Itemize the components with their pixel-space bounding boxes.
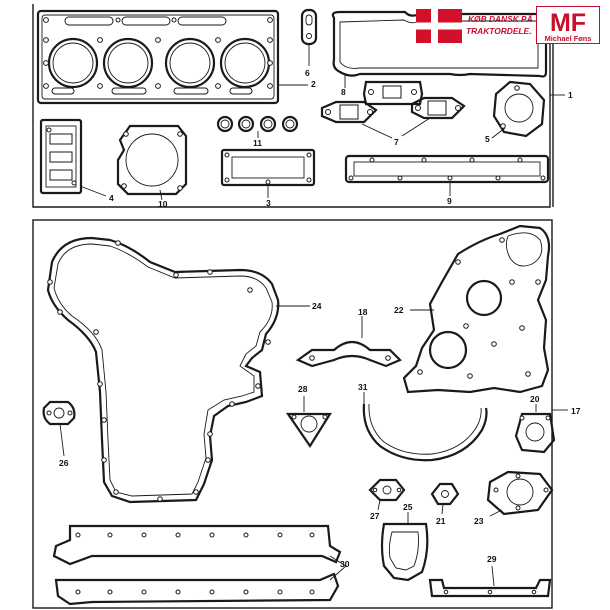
- sump-end-gasket: [380, 512, 429, 582]
- cover-gasket: [116, 124, 188, 201]
- arc-seal-strip: [362, 392, 488, 462]
- callout-20: 20: [530, 394, 540, 404]
- callout-30: 30: [340, 559, 350, 569]
- pump-flange-gasket: [514, 404, 556, 454]
- callout-2: 2: [311, 79, 316, 89]
- timing-cover-gasket: [46, 236, 310, 504]
- rocker-cover-gasket: [331, 10, 548, 88]
- callout-11: 11: [253, 138, 262, 148]
- cylinder-head-gasket: [36, 9, 308, 105]
- square-flange-gasket: [486, 470, 554, 517]
- shop-line-1: KØB DANSK PÅ: [468, 14, 532, 24]
- callout-10: 10: [158, 199, 168, 209]
- rectangular-flange-gasket: [220, 148, 316, 198]
- long-strip-gasket: [344, 154, 550, 196]
- callout-9: 9: [447, 196, 452, 206]
- small-flange-gasket: [430, 482, 460, 515]
- o-ring-seals: [216, 115, 299, 138]
- callout-25: 25: [403, 502, 413, 512]
- bottom-panel-frame: [32, 219, 568, 609]
- callout-26: 26: [59, 458, 69, 468]
- callout-7: 7: [394, 137, 399, 147]
- callout-6: 6: [305, 68, 310, 78]
- callout-28: 28: [298, 384, 308, 394]
- callout-8: 8: [341, 87, 346, 97]
- callout-29: 29: [487, 554, 497, 564]
- danish-flag-logo[interactable]: KØB DANSK PÅ TRAKTORDELE.DK: [416, 9, 532, 43]
- small-elliptical-gasket: [42, 400, 76, 457]
- callout-3: 3: [266, 198, 271, 208]
- callout-31: 31: [358, 382, 368, 392]
- bearing-cap-gasket: [295, 316, 402, 368]
- manifold-gasket-pair: [320, 80, 466, 139]
- mf-letters: MF: [550, 9, 586, 37]
- shop-line-2: TRAKTORDELE.DK: [466, 26, 532, 36]
- mf-logo[interactable]: MF Michael Føns: [536, 6, 600, 44]
- callout-22: 22: [394, 305, 404, 315]
- callout-17: 17: [571, 406, 581, 416]
- danish-flag-icon: KØB DANSK PÅ TRAKTORDELE.DK: [416, 9, 532, 43]
- callout-5: 5: [485, 134, 490, 144]
- sump-rail-gasket-upper: [52, 524, 342, 566]
- sump-rail-gasket-lower: [54, 555, 347, 606]
- timing-case-gasket: [402, 224, 551, 394]
- callout-21: 21: [436, 516, 446, 526]
- round-flange-gasket: [491, 80, 546, 139]
- callout-23: 23: [474, 516, 484, 526]
- mf-logo-icon: MF Michael Føns: [536, 6, 600, 44]
- callout-4: 4: [109, 193, 114, 203]
- mf-name: Michael Føns: [545, 34, 592, 43]
- small-oval-gasket: [300, 8, 318, 66]
- plate-gasket: [39, 118, 107, 197]
- callout-1: 1: [568, 90, 573, 100]
- oval-flange-gasket: [368, 478, 406, 511]
- callout-24: 24: [312, 301, 322, 311]
- callout-27: 27: [370, 511, 380, 521]
- small-rail-gasket: [428, 565, 552, 598]
- callout-18: 18: [358, 307, 368, 317]
- triangular-gasket: [285, 396, 332, 449]
